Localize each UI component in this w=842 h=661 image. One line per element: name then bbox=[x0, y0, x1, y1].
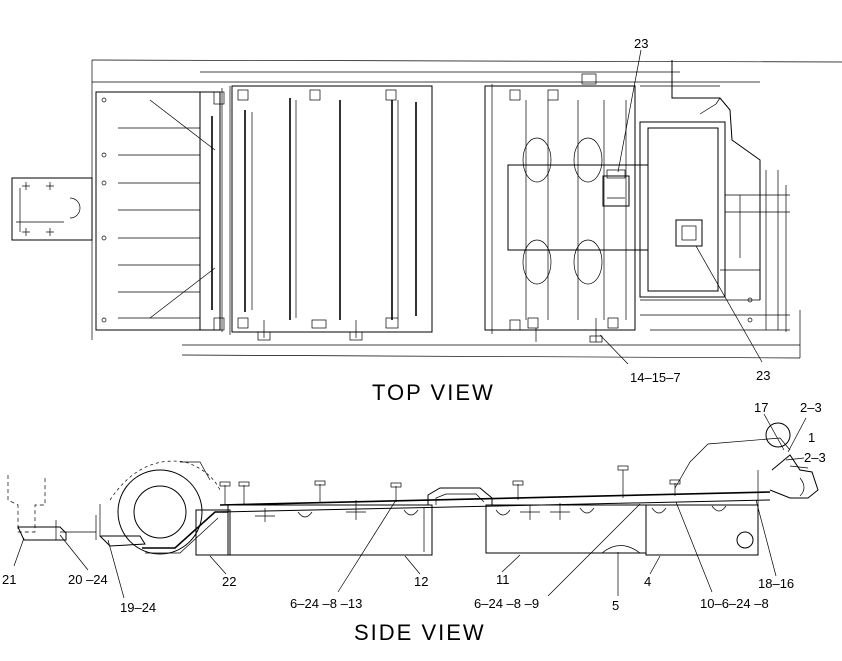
callout-22: 22 bbox=[222, 574, 236, 589]
callout-6-24-8-9: 6–24 –8 –9 bbox=[474, 596, 539, 611]
callout-23-right: 23 bbox=[756, 368, 770, 383]
callout-21: 21 bbox=[2, 572, 16, 587]
callout-4: 4 bbox=[644, 574, 651, 589]
callout-20-24: 20 –24 bbox=[68, 572, 108, 587]
callout-10-6-24-8: 10–6–24 –8 bbox=[700, 596, 769, 611]
callout-2-3-upper: 2–3 bbox=[800, 400, 822, 415]
callout-6-24-8-13: 6–24 –8 –13 bbox=[290, 596, 362, 611]
callout-5: 5 bbox=[612, 598, 619, 613]
callout-23-top: 23 bbox=[634, 36, 648, 51]
top-view-drawing bbox=[11, 59, 842, 359]
callout-11: 11 bbox=[496, 572, 510, 587]
callout-17: 17 bbox=[754, 400, 768, 415]
side-view-drawing bbox=[7, 422, 819, 556]
callout-19-24: 19–24 bbox=[120, 600, 156, 615]
leader-lines bbox=[13, 49, 809, 599]
callout-12: 12 bbox=[414, 574, 428, 589]
callout-1: 1 bbox=[808, 430, 815, 445]
callout-18-16: 18–16 bbox=[758, 576, 794, 591]
top-view-title: TOP VIEW bbox=[372, 380, 495, 405]
callout-14-15-7: 14–15–7 bbox=[630, 370, 681, 385]
side-view-title: SIDE VIEW bbox=[354, 620, 486, 645]
callout-2-3-lower: 2–3 bbox=[804, 450, 826, 465]
